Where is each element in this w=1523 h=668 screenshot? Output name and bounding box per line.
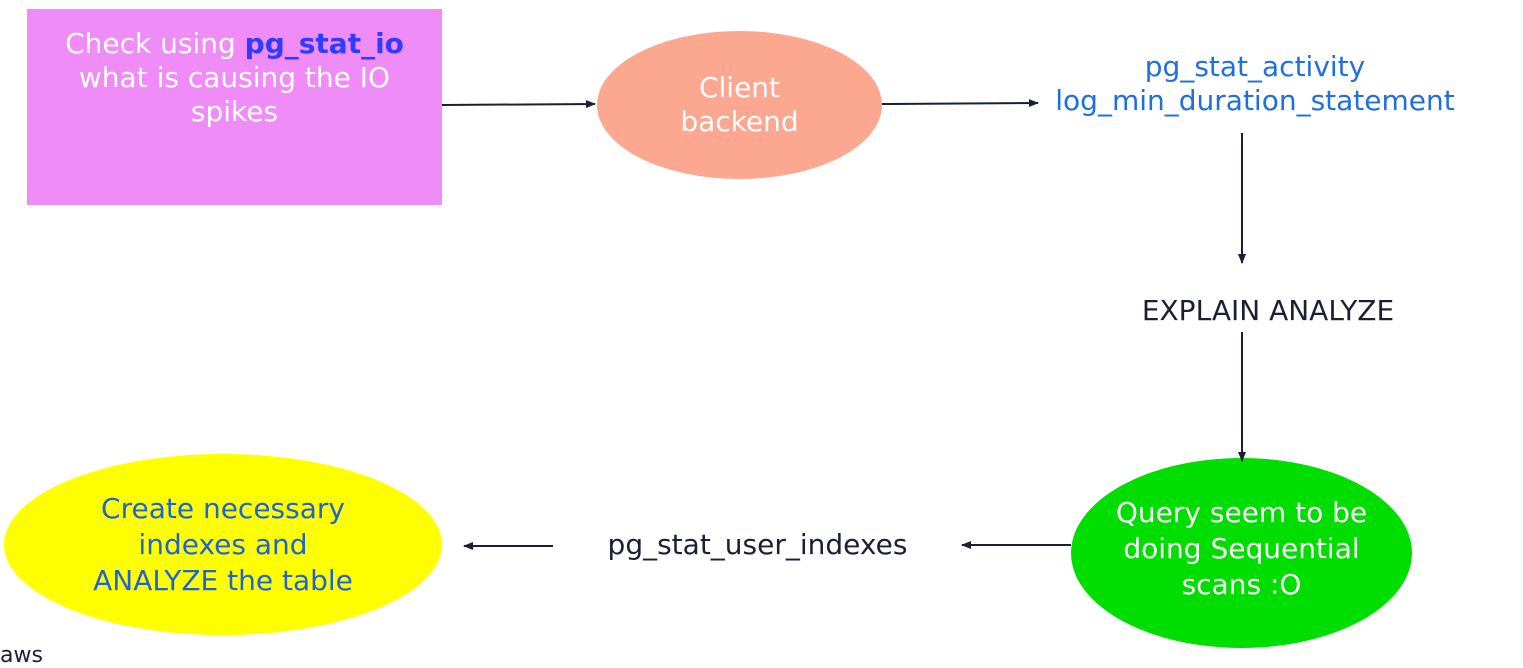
log-min-duration-line: log_min_duration_statement [1055,84,1455,117]
pg-stat-activity-line: pg_stat_activity [1144,50,1366,83]
create-indexes-ellipse: Create necessary indexes and ANALYZE the… [4,454,442,635]
create-line-3: ANALYZE the table [93,563,353,597]
create-line-2: indexes and [138,527,308,561]
check-box-line-3: spikes [190,95,279,128]
client-backend-line-2: backend [680,105,799,138]
check-box-text: Check using pg_stat_io what is causing t… [65,27,404,129]
pg-stat-activity-label: pg_stat_activity log_min_duration_statem… [1020,50,1490,118]
pg-stat-io-highlight: pg_stat_io [244,27,404,60]
client-backend-ellipse: Client backend [597,31,882,179]
arrow-client-to-activity [881,99,1039,108]
arrow-check-to-client [441,100,596,109]
check-box-line-2: what is causing the IO [78,61,391,94]
client-backend-line-1: Client [698,71,781,104]
explain-analyze-label: EXPLAIN ANALYZE [1141,294,1395,327]
query-line-1: Query seem to be [1115,496,1368,529]
query-line-2: doing Sequential [1123,532,1360,565]
sequential-scans-ellipse: Query seem to be doing Sequential scans … [1071,458,1412,648]
check-box-line-1: Check using pg_stat_io [65,27,404,61]
create-line-1: Create necessary [101,491,345,525]
check-pg-stat-io-box: Check using pg_stat_io what is causing t… [27,9,442,205]
query-line-3: scans :O [1181,568,1302,601]
check-box-prefix: Check using [65,27,245,60]
pg-stat-user-indexes-label: pg_stat_user_indexes [607,528,908,561]
